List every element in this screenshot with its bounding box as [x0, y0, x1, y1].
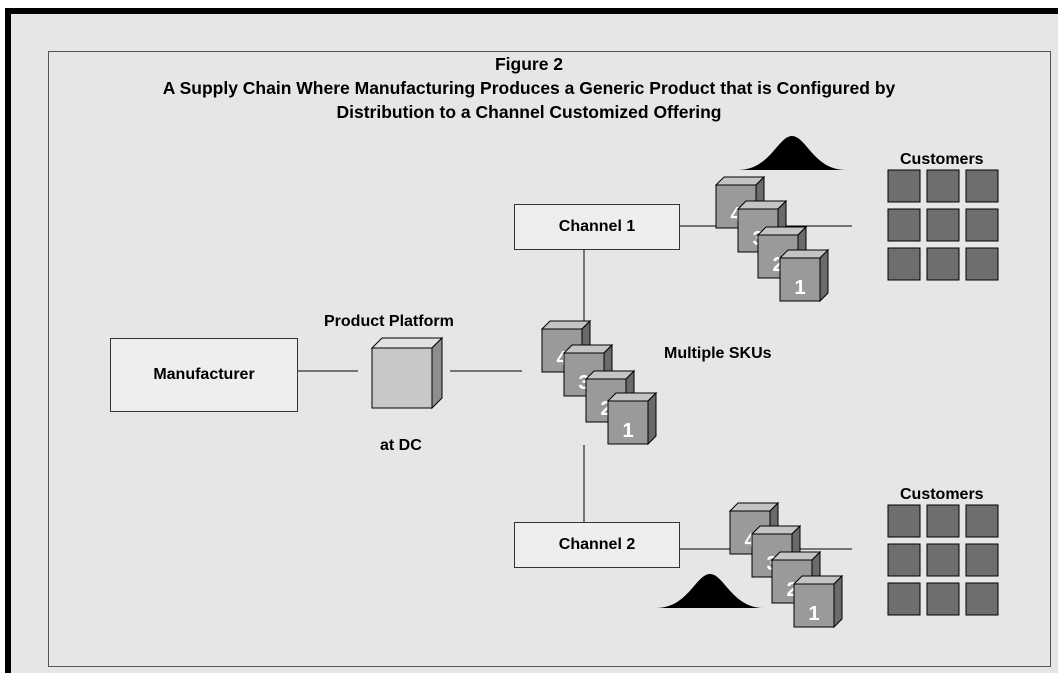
- sku-cube-icon: 2: [757, 226, 807, 279]
- customer-square: [887, 247, 921, 281]
- customer-square: [926, 543, 960, 577]
- figure-title-line-2: Distribution to a Channel Customized Off…: [336, 102, 722, 122]
- sku-cube-icon: 2: [585, 370, 635, 423]
- product-platform-label: Product Platform: [324, 313, 454, 330]
- customer-square: [887, 169, 921, 203]
- customer-square: [965, 504, 999, 538]
- customer-square: [926, 504, 960, 538]
- customers-label-bottom: Customers: [900, 486, 984, 503]
- channel1-sku-stack: 4 3 2 1: [715, 176, 829, 302]
- customer-square: [926, 247, 960, 281]
- customer-square: [926, 169, 960, 203]
- multiple-skus-label: Multiple SKUs: [664, 345, 772, 362]
- customer-square: [965, 543, 999, 577]
- sku-cube-icon: 2: [771, 551, 821, 604]
- demand-curve-icon: [656, 574, 764, 608]
- customer-square: [887, 543, 921, 577]
- at-dc-label: at DC: [380, 437, 422, 454]
- customers-grid-bottom: [887, 504, 999, 616]
- customer-square: [887, 208, 921, 242]
- sku-number: 2: [600, 398, 611, 420]
- sku-number: 3: [578, 372, 589, 394]
- sku-number: 2: [786, 579, 797, 601]
- sku-cube-icon: 1: [607, 392, 657, 445]
- customer-square: [965, 247, 999, 281]
- customer-square: [965, 208, 999, 242]
- figure-number: Figure 2: [494, 54, 564, 74]
- customer-square: [926, 582, 960, 616]
- demand-curve-icon: [738, 136, 846, 170]
- sku-cube-icon: 3: [563, 344, 613, 397]
- center-sku-stack: 4 3 2 1: [541, 320, 657, 445]
- customers-grid-top: [887, 169, 999, 281]
- customer-square: [887, 582, 921, 616]
- customer-square: [965, 169, 999, 203]
- customers-label-top: Customers: [900, 151, 984, 168]
- sku-number: 1: [808, 603, 819, 625]
- diagram-panel: [48, 51, 1051, 667]
- sku-cube-icon: 1: [779, 249, 829, 302]
- customer-square: [926, 208, 960, 242]
- product-platform-cube-icon: [371, 337, 443, 409]
- customer-square: [887, 504, 921, 538]
- sku-number: 1: [794, 277, 805, 299]
- sku-cube-icon: 1: [793, 575, 843, 628]
- sku-number: 2: [772, 254, 783, 276]
- customer-square: [965, 582, 999, 616]
- channel2-sku-stack: 4 3 2 1: [729, 502, 843, 628]
- sku-number: 1: [622, 420, 633, 442]
- manufacturer-box: Manufacturer: [110, 338, 298, 412]
- figure-title-line-1: A Supply Chain Where Manufacturing Produ…: [162, 78, 896, 98]
- channel2-box: Channel 2: [514, 522, 680, 568]
- channel1-box: Channel 1: [514, 204, 680, 250]
